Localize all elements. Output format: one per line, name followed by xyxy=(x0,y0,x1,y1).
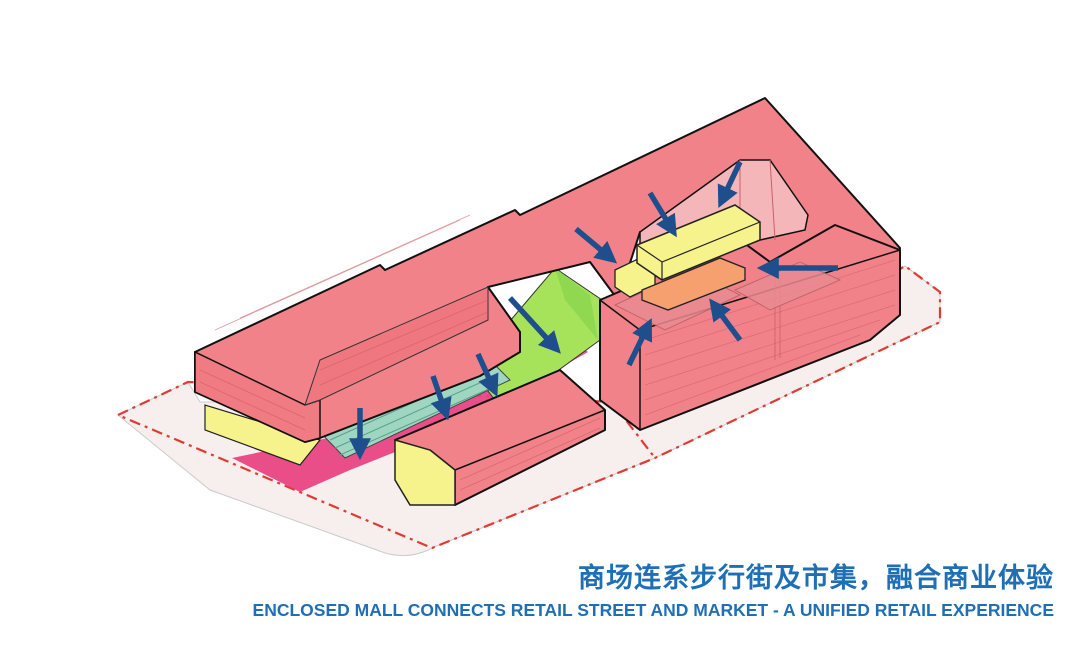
green-space-strip xyxy=(555,268,598,340)
flow-arrow xyxy=(626,318,653,367)
mall-block-side xyxy=(304,286,489,406)
flow-arrow xyxy=(717,160,743,208)
south-block-yellow xyxy=(394,439,456,506)
flow-arrow xyxy=(574,226,618,264)
flow-arrow xyxy=(507,296,561,354)
flow-arrow xyxy=(430,375,452,421)
flow-arrow xyxy=(475,352,499,398)
market-pod xyxy=(641,257,746,311)
caption-chinese: 商场连系步行街及市集，融合商业体验 xyxy=(578,563,1054,594)
caption-english: ENCLOSED MALL CONNECTS RETAIL STREET AND… xyxy=(252,600,1054,620)
site-boundary-divider xyxy=(611,401,656,459)
flow-arrow xyxy=(709,298,743,342)
flow-arrow xyxy=(647,191,677,238)
flow-arrows xyxy=(349,160,838,461)
